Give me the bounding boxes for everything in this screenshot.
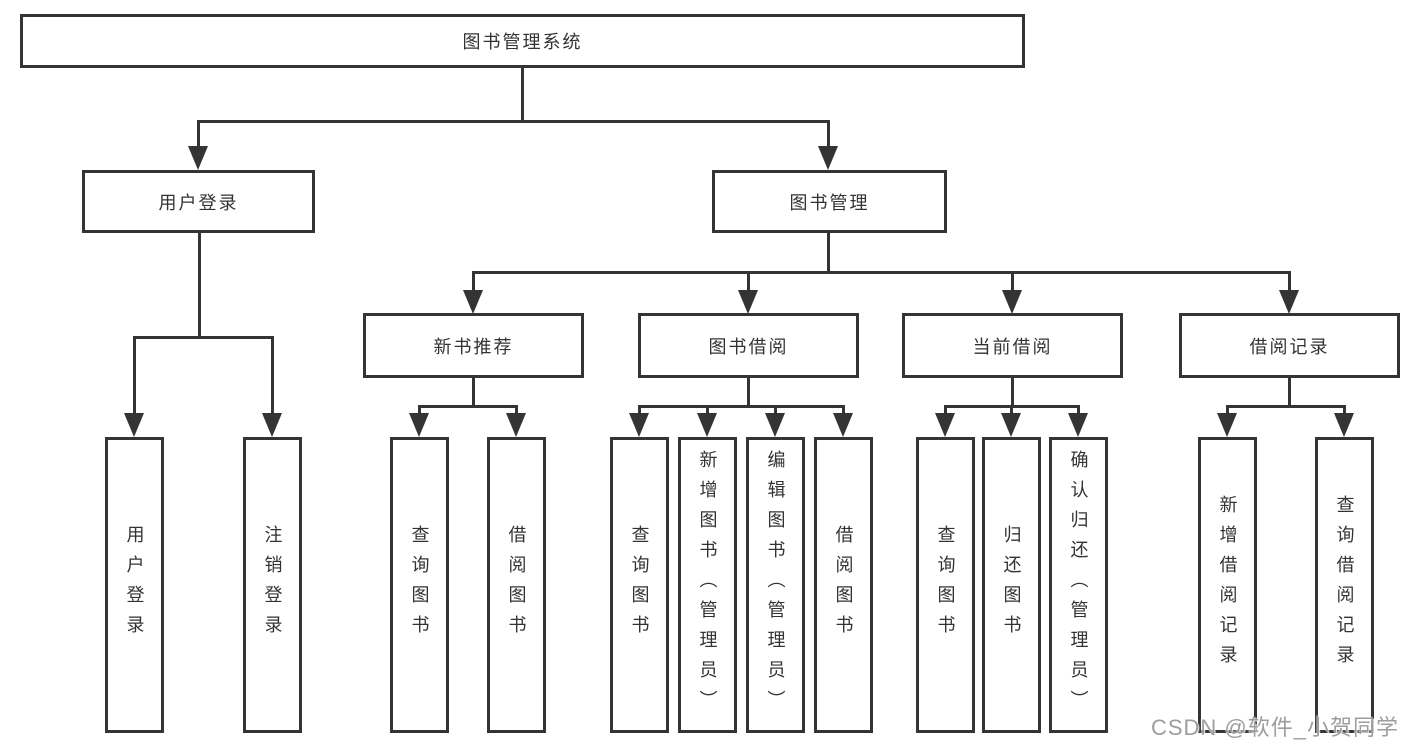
connector-line [133, 336, 274, 339]
arrowhead-icon [629, 413, 649, 437]
arrowhead-icon [188, 146, 208, 170]
connector-line [1226, 405, 1229, 417]
connector-line [1343, 405, 1346, 417]
connector-line [197, 120, 830, 123]
arrowhead-icon [1334, 413, 1354, 437]
node-label: 借阅图书 [833, 525, 854, 645]
connector-line [1011, 377, 1014, 408]
connector-line [827, 120, 830, 150]
leaf-add-books-admin: 新增图书（管理员） [678, 437, 737, 733]
connector-line [638, 405, 845, 408]
node-borrowing-records: 借阅记录 [1179, 313, 1400, 378]
node-label: 编辑图书（管理员） [765, 450, 786, 720]
leaf-return-books: 归还图书 [982, 437, 1041, 733]
connector-line [1288, 271, 1291, 295]
arrowhead-icon [935, 413, 955, 437]
arrowhead-icon [1068, 413, 1088, 437]
leaf-confirm-return-admin: 确认归还（管理员） [1049, 437, 1108, 733]
arrowhead-icon [1001, 413, 1021, 437]
connector-line [521, 68, 524, 123]
connector-line [706, 405, 709, 417]
connector-line [198, 232, 201, 339]
connector-line [774, 405, 777, 417]
arrowhead-icon [697, 413, 717, 437]
node-book-management: 图书管理 [712, 170, 947, 233]
connector-line [418, 405, 421, 417]
leaf-edit-books-admin: 编辑图书（管理员） [746, 437, 805, 733]
node-label: 用户登录 [158, 192, 239, 213]
node-label: 查询图书 [409, 525, 430, 645]
connector-line [472, 271, 475, 295]
node-label: 借阅图书 [506, 525, 527, 645]
connector-line [747, 271, 750, 295]
node-label: 确认归还（管理员） [1068, 450, 1089, 720]
connector-line [944, 405, 947, 417]
node-label: 图书管理系统 [462, 32, 583, 52]
node-new-book-recommendation: 新书推荐 [363, 313, 584, 378]
node-label: 查询借阅记录 [1334, 495, 1355, 675]
leaf-borrow-books-borrowing: 借阅图书 [814, 437, 873, 733]
connector-line [1010, 405, 1013, 417]
node-label: 图书管理 [789, 192, 870, 213]
arrowhead-icon [738, 290, 758, 314]
leaf-user-login: 用户登录 [105, 437, 164, 733]
node-user-login: 用户登录 [82, 170, 315, 233]
connector-line [472, 377, 475, 408]
node-label: 图书借阅 [708, 336, 789, 357]
node-book-borrowing: 图书借阅 [638, 313, 859, 378]
connector-line [827, 232, 830, 274]
connector-line [1288, 377, 1291, 408]
arrowhead-icon [1217, 413, 1237, 437]
node-label: 借阅记录 [1249, 336, 1330, 357]
arrowhead-icon [833, 413, 853, 437]
node-label: 归还图书 [1001, 525, 1022, 645]
node-label: 查询图书 [935, 525, 956, 645]
arrowhead-icon [262, 413, 282, 437]
connector-line [1077, 405, 1080, 417]
connector-line [1011, 271, 1014, 295]
leaf-search-borrow-record: 查询借阅记录 [1315, 437, 1374, 733]
arrowhead-icon [124, 413, 144, 437]
arrowhead-icon [409, 413, 429, 437]
node-current-borrowing: 当前借阅 [902, 313, 1123, 378]
arrowhead-icon [1002, 290, 1022, 314]
connector-line [197, 120, 200, 150]
leaf-search-books-current: 查询图书 [916, 437, 975, 733]
connector-line [1226, 405, 1346, 408]
leaf-search-books-recommend: 查询图书 [390, 437, 449, 733]
connector-line [515, 405, 518, 417]
node-library-management-system: 图书管理系统 [20, 14, 1025, 68]
node-label: 查询图书 [629, 525, 650, 645]
node-label: 注销登录 [262, 525, 283, 645]
leaf-logout: 注销登录 [243, 437, 302, 733]
connector-line [271, 336, 274, 416]
leaf-search-books-borrowing: 查询图书 [610, 437, 669, 733]
node-label: 新增图书（管理员） [697, 450, 718, 720]
arrowhead-icon [506, 413, 526, 437]
node-label: 当前借阅 [972, 336, 1053, 357]
connector-line [842, 405, 845, 417]
csdn-watermark: CSDN @软件_小贺同学 [1150, 715, 1399, 740]
arrowhead-icon [463, 290, 483, 314]
connector-line [133, 336, 136, 416]
arrowhead-icon [1279, 290, 1299, 314]
node-label: 新书推荐 [433, 336, 514, 357]
node-label: 新增借阅记录 [1217, 495, 1238, 675]
arrowhead-icon [818, 146, 838, 170]
connector-line [638, 405, 641, 417]
leaf-borrow-books-recommend: 借阅图书 [487, 437, 546, 733]
leaf-add-borrow-record: 新增借阅记录 [1198, 437, 1257, 733]
connector-line [472, 271, 1291, 274]
connector-line [418, 405, 518, 408]
arrowhead-icon [765, 413, 785, 437]
node-label: 用户登录 [124, 525, 145, 645]
connector-line [747, 377, 750, 408]
